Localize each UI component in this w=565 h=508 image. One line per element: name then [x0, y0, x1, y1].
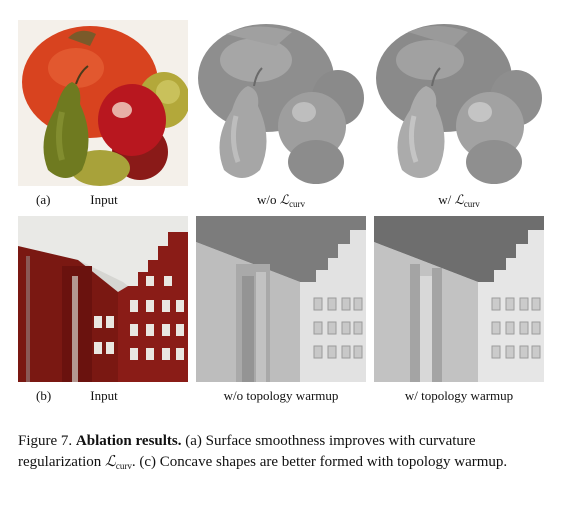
row-a-input-label: Input [90, 192, 118, 207]
row-b-letter: (b) [36, 388, 52, 403]
caption-title: Ablation results. [75, 433, 182, 449]
row-a-with-label: w/ ℒcurv [438, 192, 480, 209]
reconstruction-building-without-warmup [196, 216, 366, 382]
input-image-building [18, 216, 188, 382]
row-a-letter: (a) [36, 192, 51, 207]
curvature-loss-symbol: ℒ [454, 192, 464, 207]
caption-text-part1: (a) Surface smoothness improves with cur… [18, 433, 476, 470]
caption-figure-number: Figure 7. [18, 433, 73, 449]
reconstruction-fruit-with-curvature [374, 20, 544, 186]
figure-caption: Figure 7. Ablation results. (a) Surface … [18, 431, 548, 474]
row-b-without-label: w/o topology warmup [223, 388, 339, 403]
caption-text-part2: . (c) Concave shapes are better formed w… [131, 454, 508, 470]
curvature-loss-symbol: ℒ [279, 192, 290, 207]
reconstruction-fruit-without-curvature [196, 20, 366, 186]
curvature-loss-subscript: curv [463, 199, 480, 209]
curvature-loss-symbol: ℒ [105, 454, 116, 470]
curvature-loss-subscript: curv [115, 461, 132, 471]
row-b-input-label: Input [90, 388, 118, 403]
row-b-with-label: w/ topology warmup [404, 388, 514, 403]
curvature-loss-subscript: curv [289, 199, 306, 209]
input-image-fruit [18, 20, 188, 186]
row-a-without-label: w/o ℒcurv [256, 192, 306, 209]
reconstruction-building-with-warmup [374, 216, 544, 382]
